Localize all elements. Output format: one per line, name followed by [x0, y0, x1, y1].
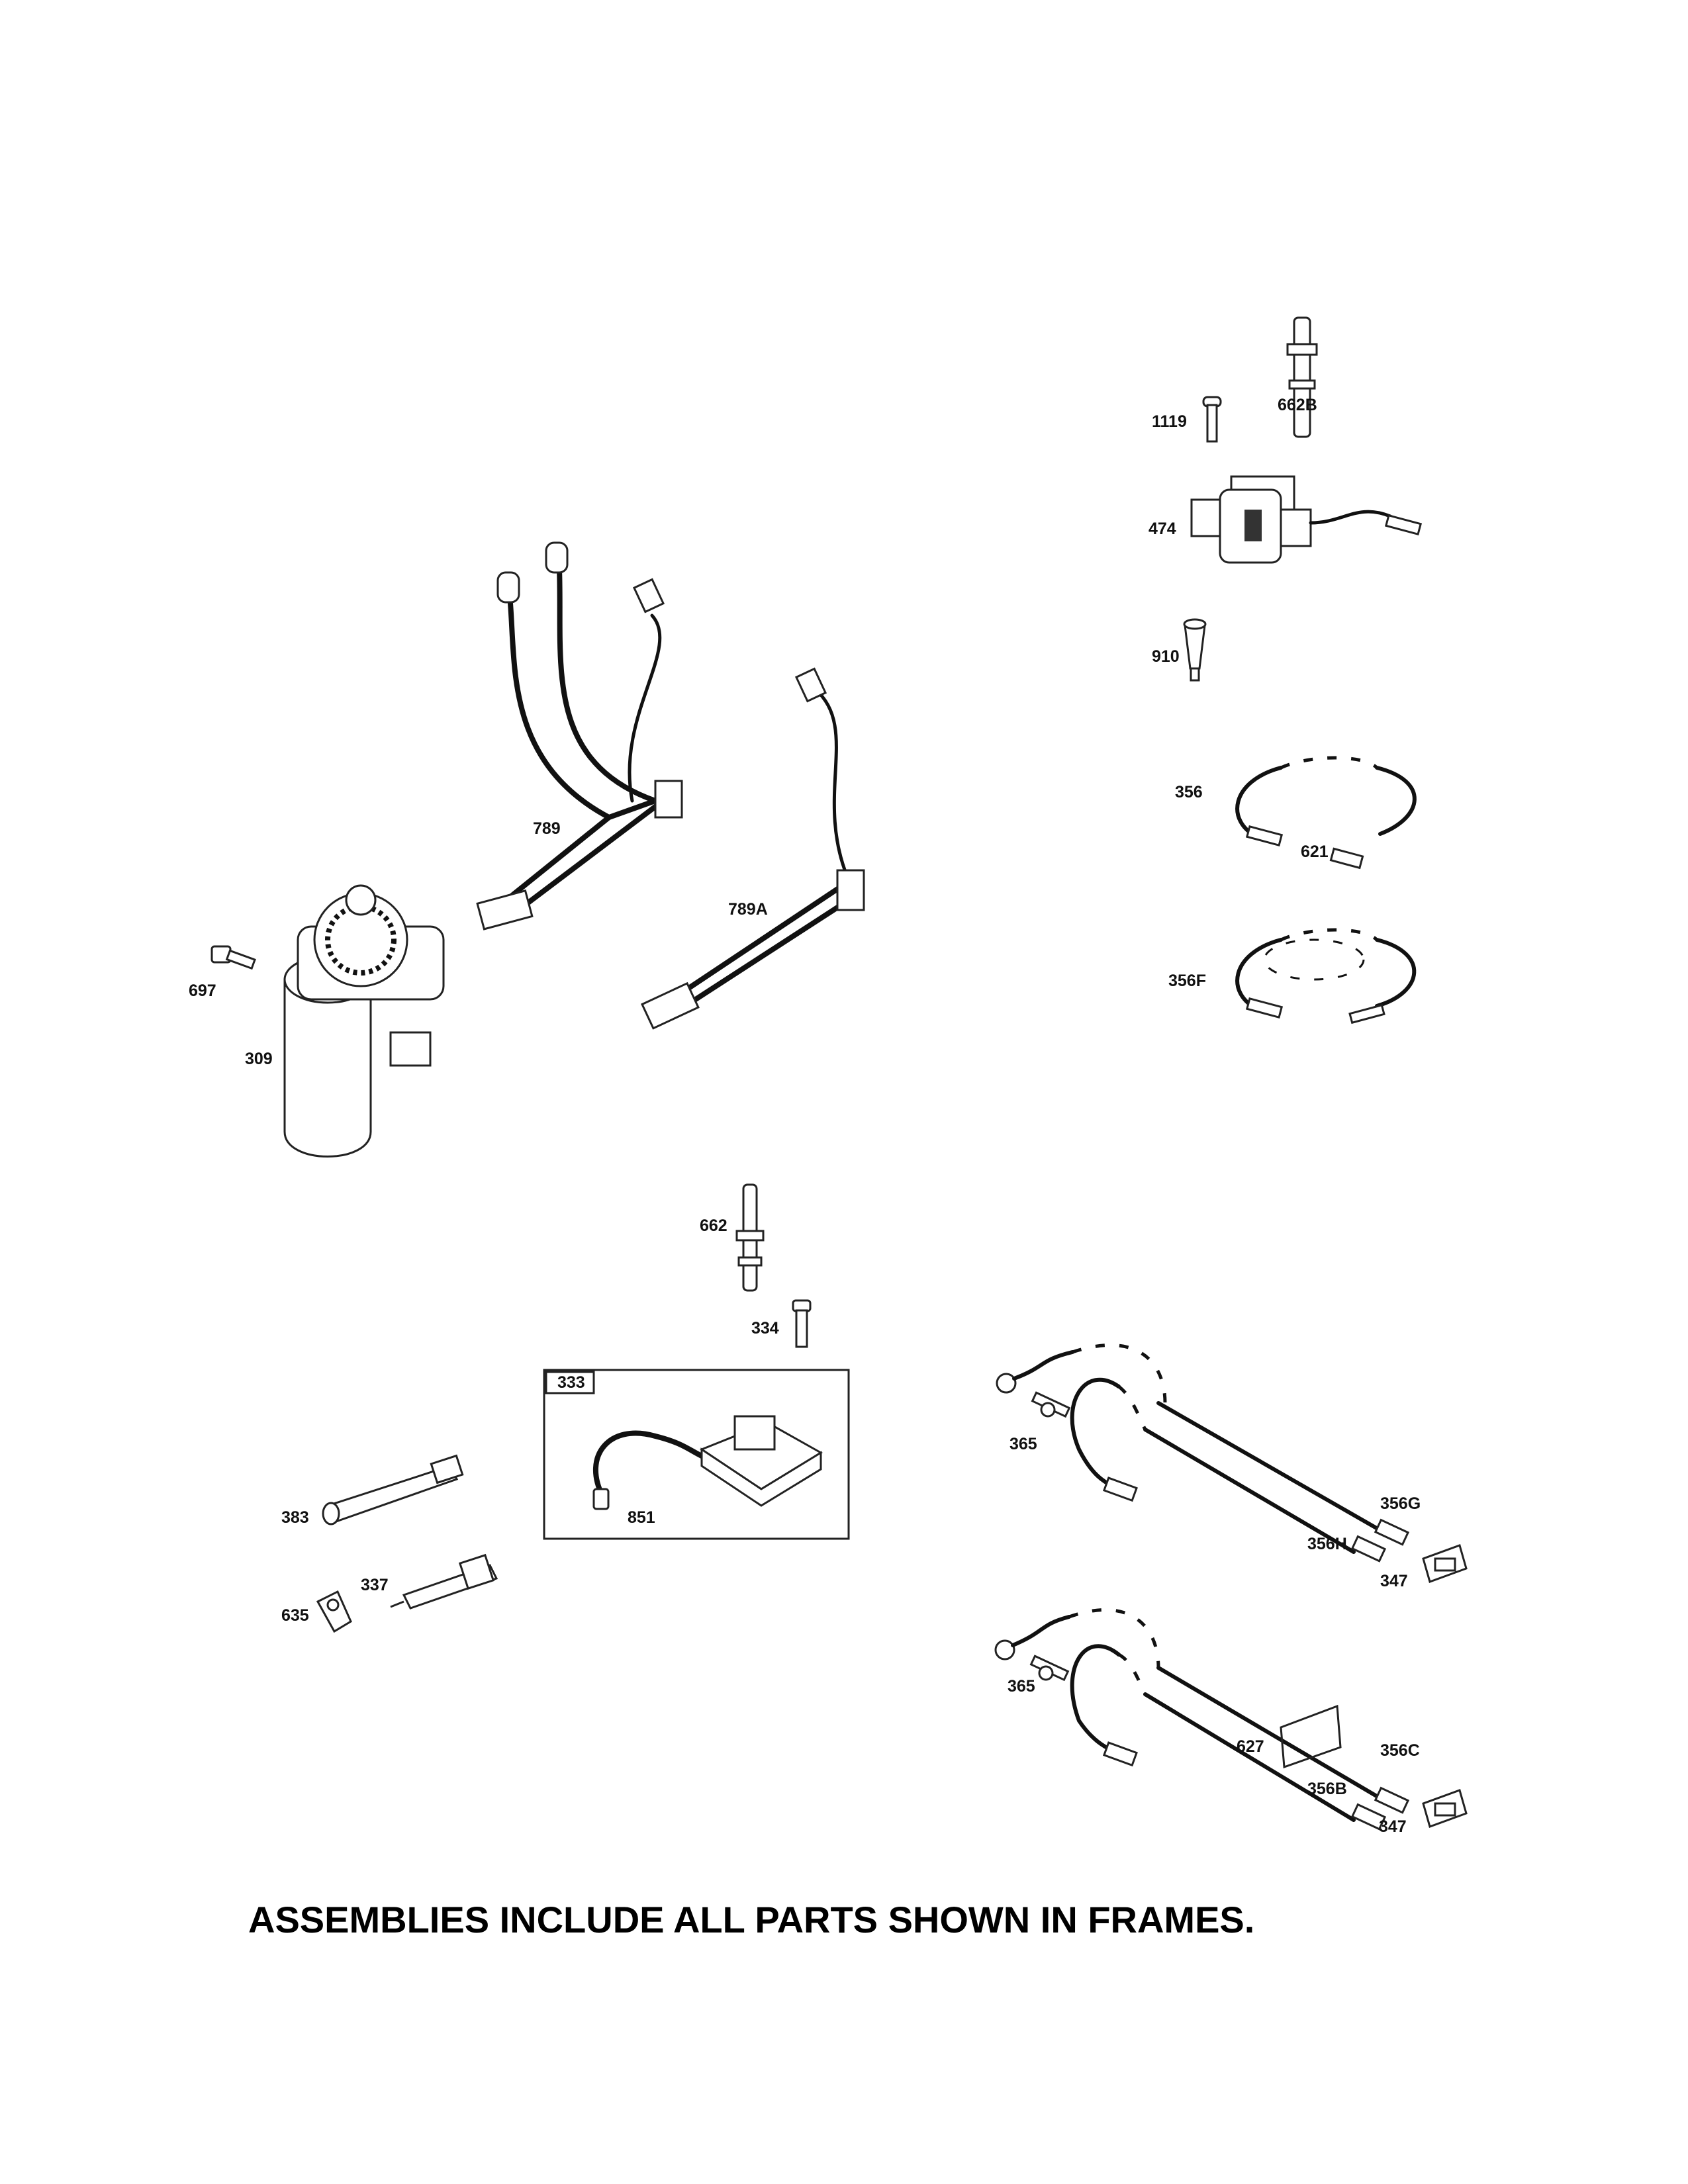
label-474: 474 [1149, 520, 1176, 538]
label-635: 635 [281, 1606, 309, 1625]
part-910-spacer [1183, 618, 1207, 682]
label-789A: 789A [728, 900, 768, 919]
part-356F-wire [1235, 928, 1417, 1024]
part-621-clip [1329, 847, 1364, 870]
part-474-armature [1190, 475, 1423, 564]
label-365-upper: 365 [1009, 1435, 1037, 1453]
part-1119-screw [1202, 396, 1222, 443]
part-347-switch-upper [1422, 1544, 1468, 1583]
label-662B: 662B [1278, 396, 1317, 414]
part-789-harness [476, 541, 683, 931]
part-356G-356H-wires [996, 1343, 1410, 1563]
label-356B: 356B [1307, 1780, 1347, 1798]
part-356-wire [1235, 756, 1417, 847]
part-365-screw-lower [1029, 1655, 1070, 1682]
label-910: 910 [1152, 647, 1180, 666]
part-333-ignition-module [592, 1415, 823, 1510]
label-662: 662 [700, 1216, 727, 1235]
part-347-switch-lower [1422, 1789, 1468, 1828]
label-356F: 356F [1168, 972, 1206, 990]
label-789: 789 [533, 819, 561, 838]
label-356C: 356C [1380, 1741, 1420, 1760]
part-627-grommet-plate [1280, 1704, 1342, 1769]
label-337: 337 [361, 1576, 389, 1594]
part-309-starter-motor [283, 884, 445, 1158]
label-356: 356 [1175, 783, 1203, 801]
label-347-upper: 347 [1380, 1572, 1408, 1590]
part-697-bolt [211, 945, 256, 970]
label-334: 334 [751, 1319, 779, 1338]
label-621: 621 [1301, 842, 1329, 861]
label-356G: 356G [1380, 1494, 1421, 1513]
label-356H: 356H [1307, 1535, 1347, 1553]
label-697: 697 [189, 981, 216, 1000]
label-627: 627 [1237, 1737, 1264, 1756]
label-851: 851 [628, 1508, 655, 1527]
part-365-screw-upper [1031, 1391, 1071, 1418]
part-356C-356B-wires [994, 1608, 1410, 1831]
label-309: 309 [245, 1050, 273, 1068]
part-337-spark-plug [390, 1553, 498, 1610]
assemblies-note: ASSEMBLIES INCLUDE ALL PARTS SHOWN IN FR… [248, 1899, 1255, 1940]
label-333: 333 [557, 1373, 585, 1392]
frame-333-assembly [543, 1369, 850, 1540]
label-383: 383 [281, 1508, 309, 1527]
label-365-lower: 365 [1008, 1677, 1035, 1696]
frame-333-tag [545, 1371, 595, 1394]
part-635-clip [316, 1590, 352, 1633]
part-789A-harness [641, 667, 865, 1030]
label-1119: 1119 [1152, 412, 1187, 431]
part-662B-stud [1286, 316, 1318, 438]
part-334-bolt [792, 1299, 812, 1348]
part-662-stud [735, 1183, 765, 1292]
label-347-lower: 347 [1379, 1817, 1407, 1836]
part-383-spark-tester [322, 1454, 464, 1525]
